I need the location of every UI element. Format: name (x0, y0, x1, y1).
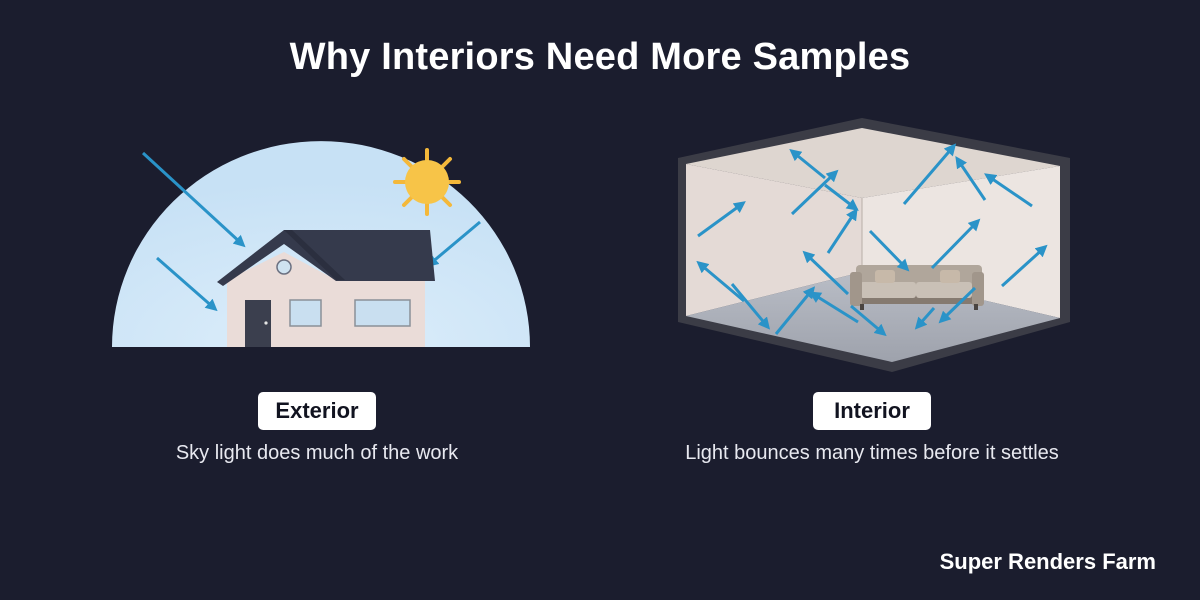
interior-label: Interior (813, 392, 931, 430)
brand-logo-text: Super Renders Farm (939, 549, 1156, 574)
room-icon (678, 118, 1070, 372)
page-title: Why Interiors Need More Samples (289, 36, 911, 78)
exterior-label: Exterior (258, 392, 376, 430)
light-bounce-arrow-icon (696, 143, 1048, 337)
house-icon (217, 230, 435, 347)
sofa-icon (850, 265, 984, 310)
interior-caption: Light bounces many times before it settl… (685, 442, 1059, 464)
light-ray-arrow-icon (141, 151, 481, 312)
interior-illustration (678, 118, 1070, 372)
exterior-illustration (112, 141, 530, 347)
exterior-caption: Sky light does much of the work (175, 442, 459, 464)
sun-icon (393, 148, 461, 216)
